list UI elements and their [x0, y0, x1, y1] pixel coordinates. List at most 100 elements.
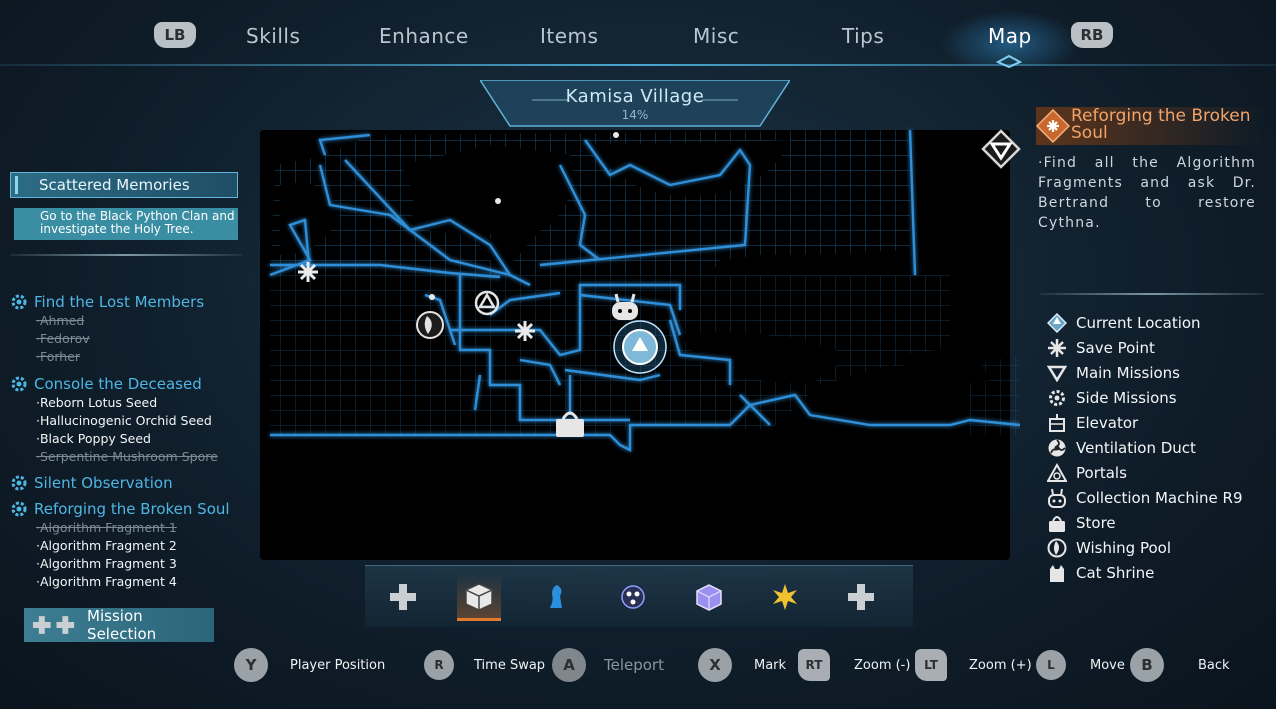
- map-legend: Current Location Save Point Main Mission…: [1046, 310, 1243, 585]
- elevator-icon: [1049, 413, 1065, 432]
- control-label: Move: [1090, 657, 1125, 673]
- side-mission-marker-icon: [981, 129, 1021, 169]
- rb-bumper-button[interactable]: RB: [1071, 22, 1113, 48]
- legend-item: Store: [1046, 510, 1243, 535]
- mission-selection-button[interactable]: Mission Selection: [24, 607, 214, 643]
- save-point-icon: [1048, 338, 1066, 357]
- tab-skills[interactable]: Skills: [246, 24, 301, 48]
- legend-item: Cat Shrine: [1046, 560, 1243, 585]
- legend-label: Store: [1076, 513, 1116, 532]
- tab-divider: [0, 64, 1276, 66]
- region-header-frame: [480, 80, 790, 127]
- map-markers: [298, 132, 667, 437]
- side-mission-gear-icon: [11, 376, 27, 392]
- l-stick-button-icon[interactable]: L: [1036, 650, 1066, 680]
- mission-sub-item: ·Algorithm Fragment 2: [36, 538, 177, 553]
- legend-label: Ventilation Duct: [1076, 438, 1196, 457]
- region-header: Kamisa Village 14%: [480, 80, 790, 128]
- tab-tips[interactable]: Tips: [842, 24, 885, 48]
- legend-label: Side Missions: [1076, 388, 1177, 407]
- control-zoom-in[interactable]: LT Zoom (+): [915, 648, 1032, 682]
- mission-group-find-lost-members[interactable]: Find the Lost Members ·Ahmed ·Fedorov ·F…: [10, 292, 204, 366]
- control-player-position[interactable]: Y Player Position: [234, 648, 385, 682]
- control-back[interactable]: B Back: [1130, 648, 1230, 682]
- legend-item: Save Point: [1046, 335, 1243, 360]
- world-map[interactable]: [250, 125, 1020, 565]
- control-label: Mark: [754, 657, 787, 673]
- control-time-swap[interactable]: R Time Swap: [424, 648, 545, 682]
- ventilation-duct-icon: [474, 290, 500, 316]
- dpad-icon: [32, 616, 75, 634]
- control-zoom-out[interactable]: RT Zoom (-): [798, 648, 910, 682]
- dpad-right-icon[interactable]: [843, 579, 879, 615]
- mission-sub-item: ·Hallucinogenic Orchid Seed: [36, 413, 212, 428]
- control-mark[interactable]: X Mark: [698, 648, 786, 682]
- tab-map[interactable]: Map: [988, 24, 1032, 48]
- legend-item: Collection Machine R9: [1046, 485, 1243, 510]
- filter-figure-icon[interactable]: [539, 579, 575, 615]
- ventilation-duct-icon: [1048, 438, 1066, 456]
- tab-items[interactable]: Items: [540, 24, 599, 48]
- x-button-icon[interactable]: X: [698, 648, 732, 682]
- mission-group-silent-observation[interactable]: Silent Observation: [10, 473, 173, 493]
- mission-group-title: Silent Observation: [34, 474, 173, 492]
- wishing-pool-icon: [416, 311, 444, 339]
- lt-trigger-icon[interactable]: LT: [915, 649, 947, 681]
- control-label: Teleport: [604, 656, 664, 674]
- tracked-mission-title: Reforging the Broken Soul: [1071, 106, 1251, 143]
- lb-bumper-button[interactable]: LB: [154, 22, 196, 48]
- rt-trigger-icon[interactable]: RT: [798, 649, 830, 681]
- tab-enhance[interactable]: Enhance: [379, 24, 469, 48]
- save-point-icon: [298, 262, 318, 282]
- side-mission-gear-icon: [11, 294, 27, 310]
- active-tab-marker-icon: [996, 54, 1022, 68]
- filter-crate-icon[interactable]: [461, 579, 497, 615]
- active-mission-title[interactable]: Scattered Memories: [10, 172, 238, 198]
- map-filter-bar: [365, 565, 913, 627]
- right-panel-divider: [1040, 293, 1264, 295]
- control-label: Player Position: [290, 657, 386, 673]
- main-mission-icon: [1047, 365, 1067, 382]
- collection-machine-icon: [1048, 488, 1066, 508]
- wishing-pool-icon: [1047, 538, 1067, 557]
- side-mission-gear-icon: [11, 501, 27, 517]
- mission-sub-item: ·Algorithm Fragment 3: [36, 556, 177, 571]
- filter-orb-icon[interactable]: [615, 579, 651, 615]
- mission-sub-item: ·Reborn Lotus Seed: [36, 395, 158, 410]
- legend-item: Elevator: [1046, 410, 1243, 435]
- mission-group-title: Reforging the Broken Soul: [34, 500, 230, 518]
- tab-misc[interactable]: Misc: [693, 24, 740, 48]
- mission-group-title: Console the Deceased: [34, 375, 202, 393]
- r-stick-button-icon[interactable]: R: [424, 650, 454, 680]
- tracked-mission-icon: [1036, 109, 1070, 143]
- mission-group-reforging-broken-soul[interactable]: Reforging the Broken Soul ·Algorithm Fra…: [10, 499, 230, 591]
- filter-cube-icon[interactable]: [691, 579, 727, 615]
- map-walls: [269, 129, 1020, 452]
- left-panel-divider: [10, 254, 242, 256]
- control-move[interactable]: L Move: [1036, 648, 1125, 682]
- control-label: Back: [1198, 657, 1230, 673]
- mission-sub-item: ·Serpentine Mushroom Spore: [36, 449, 218, 464]
- collection-machine-icon: [612, 293, 638, 320]
- region-progress: 14%: [621, 108, 649, 122]
- cat-shrine-icon: [1050, 564, 1064, 582]
- side-mission-gear-icon: [11, 475, 27, 491]
- legend-label: Collection Machine R9: [1076, 488, 1243, 507]
- mission-group-title: Find the Lost Members: [34, 293, 205, 311]
- filter-star-icon[interactable]: [767, 579, 803, 615]
- legend-label: Wishing Pool: [1076, 538, 1171, 557]
- legend-label: Save Point: [1076, 338, 1155, 357]
- legend-label: Portals: [1076, 463, 1127, 482]
- legend-item: Portals: [1046, 460, 1243, 485]
- dpad-left-icon[interactable]: [385, 579, 421, 615]
- legend-item: Ventilation Duct: [1046, 435, 1243, 460]
- b-button-icon[interactable]: B: [1130, 648, 1164, 682]
- cat-shrine-icon: [429, 132, 619, 300]
- mission-sub-item: ·Ahmed: [36, 313, 85, 328]
- legend-item: Side Missions: [1046, 385, 1243, 410]
- tracked-mission-description: ·Find all the Algorithm Fragments and as…: [1038, 155, 1256, 231]
- mission-sub-item: ·Forher: [36, 349, 81, 364]
- mission-group-console-deceased[interactable]: Console the Deceased ·Reborn Lotus Seed …: [10, 374, 218, 466]
- side-mission-icon: [1049, 389, 1065, 406]
- y-button-icon[interactable]: Y: [234, 648, 268, 682]
